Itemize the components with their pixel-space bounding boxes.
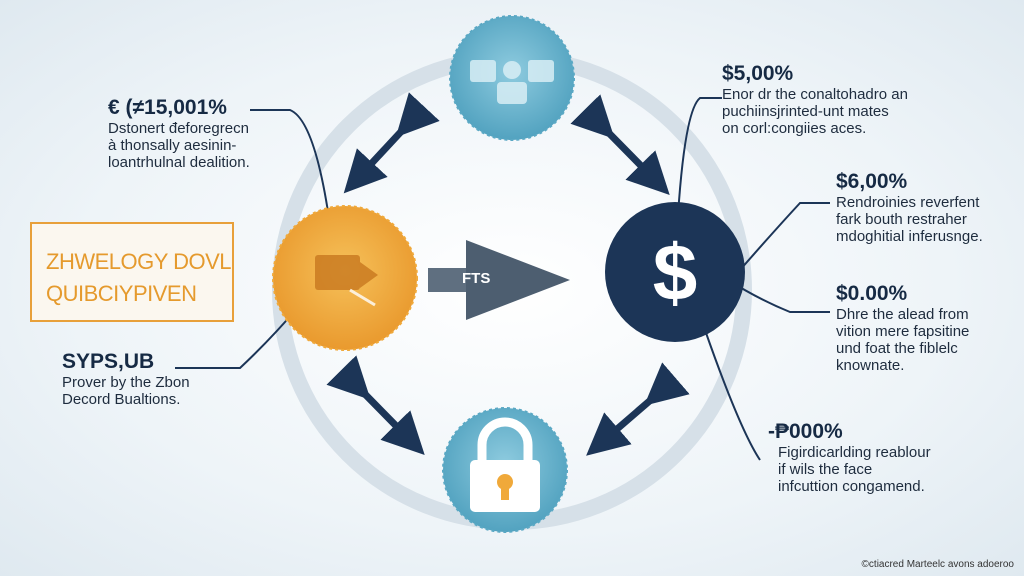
callout-line: Enor dr the conaltohadro an [722,86,908,103]
callout-line: knownate. [836,357,905,374]
callout-value: $6,00% [836,170,908,193]
callout-value: SYPS,UB [62,350,155,373]
callout-line: on corl:congiies aces. [722,120,867,137]
callout-line: Dhre the alead from [836,306,969,323]
callout-line: Prover by the Zbon [62,374,190,391]
callout-line: à thonsally aesinin- [108,137,237,154]
callout-line: Rendroinies reverfent [836,194,980,211]
callout-line: Figirdicarlding reablour [778,444,931,461]
callout-value: $0.00% [836,282,908,305]
lock-icon [470,417,540,512]
right-callout-3: $0.00% Dhre the alead from vition mere f… [836,282,969,374]
right-callout-2: $6,00% Rendroinies reverfent fark bouth … [836,170,983,245]
right-callout-4: -₱000% Figirdicarlding reablour if wils … [768,420,931,495]
highlight-box: ZHWELOGY DOVL QUIBCIYPIVEN [30,222,234,322]
left-top-callout: € (≠15,001% Dstonert đeforegrecn à thons… [108,96,250,171]
callout-line: if wils the face [778,461,873,478]
left-bottom-callout: SYPS,UB Prover by the Zbon Decord Bualti… [62,350,190,408]
callout-line: vition mere fapsitine [836,323,970,340]
callout-line: Decord Bualtions. [62,391,181,408]
callout-line: fark bouth restraher [836,211,967,228]
callout-value: $5,00% [722,62,794,85]
dollar-icon: $ [653,228,698,317]
center-arrow [428,240,570,320]
highlight-line-2: QUIBCIYPIVEN [46,281,197,306]
callout-line: infcuttion congamend. [778,478,925,495]
document-pen-icon [315,255,378,307]
callout-value: -₱000% [768,420,843,443]
callout-line: Dstonert đeforegrecn [108,120,249,137]
highlight-line-1: ZHWELOGY DOVL [46,249,232,274]
callout-value: € (≠15,001% [108,96,227,119]
callout-line: und foat the fiblelc [836,340,958,357]
credit-text: ©ctiacred Marteelc avons adoeroo [861,559,1014,570]
center-arrow-label: FTS [462,270,491,287]
dollar-circle [605,202,745,342]
callout-line: mdoghitial inferusnge. [836,228,983,245]
callout-line: loantrhulnal dealition. [108,154,250,171]
arrow-top-left [343,92,440,194]
people-icon [470,60,554,104]
right-callout-1: $5,00% Enor dr the conaltohadro an puchi… [722,62,908,137]
callout-line: puchiinsjrinted-unt mates [722,103,889,120]
